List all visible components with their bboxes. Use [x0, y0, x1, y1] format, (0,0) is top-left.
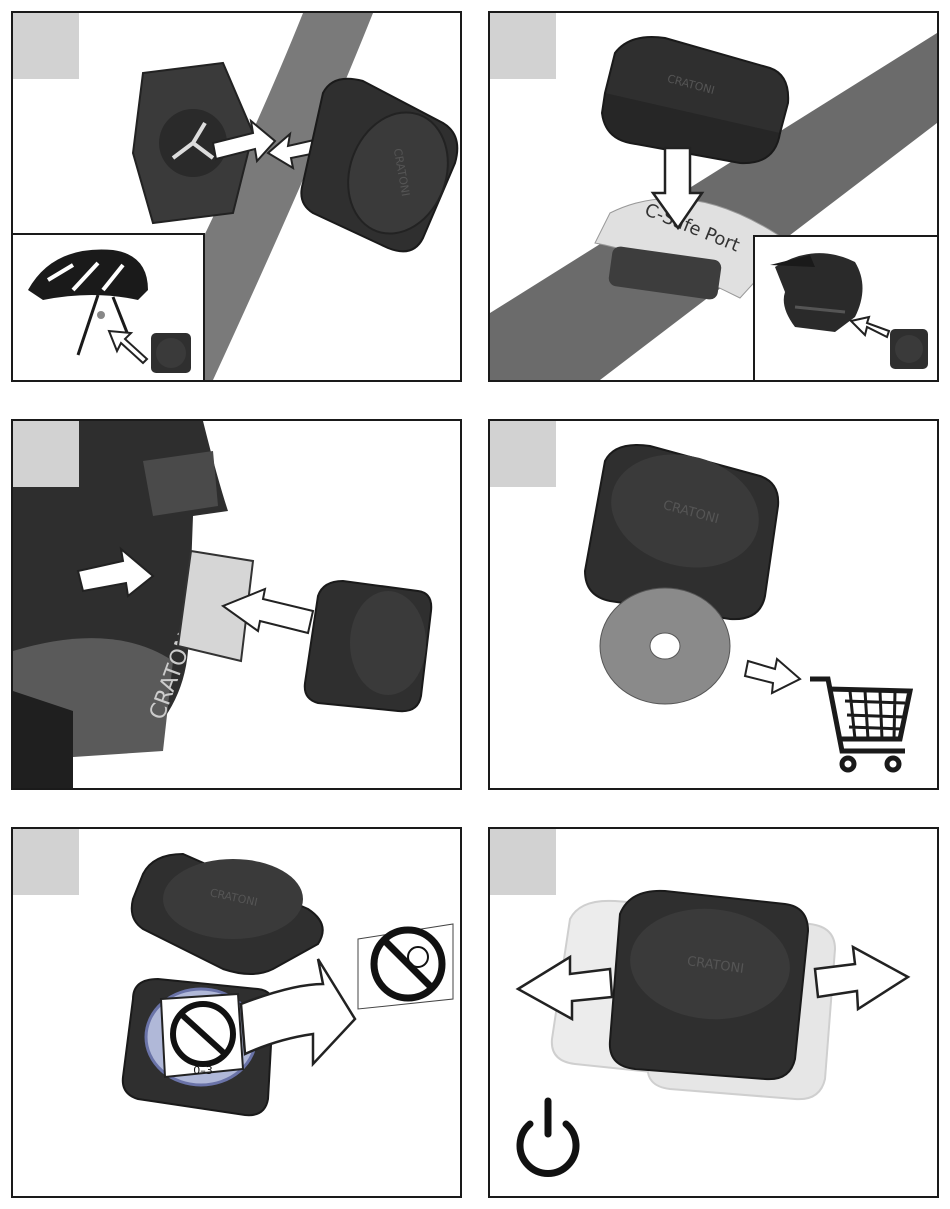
step-5-illustration: CRATONI 0–3	[13, 829, 460, 1196]
step-marker	[13, 421, 79, 487]
fullface-helmet-icon	[770, 253, 863, 332]
step-marker	[13, 829, 79, 895]
sensor-device-icon	[305, 581, 431, 711]
step-marker	[490, 829, 556, 895]
inset-fullface-helmet	[753, 235, 939, 382]
panel-step-2: C-Safe Port CRATONI	[488, 11, 939, 382]
arrow-icon	[745, 659, 800, 693]
panel-step-5: CRATONI 0–3	[11, 827, 462, 1198]
battery-sticker-icon: 0–3	[161, 994, 243, 1077]
step-marker	[13, 13, 79, 79]
step-3-illustration: CRATONI	[13, 421, 460, 788]
svg-text:0–3: 0–3	[193, 1064, 213, 1077]
bike-helmet-icon	[28, 250, 148, 356]
panel-step-4: CRATONI	[488, 419, 939, 790]
arrow-icon	[241, 959, 355, 1064]
sensor-lid-icon: CRATONI	[132, 854, 323, 974]
step-6-illustration: CRATONI	[490, 829, 937, 1196]
step-marker	[490, 13, 556, 79]
panel-step-1: CRATONI	[11, 11, 462, 382]
panel-step-3: CRATONI	[11, 419, 462, 790]
sensor-device-icon: CRATONI	[602, 37, 788, 163]
no-children-warning-icon	[358, 924, 453, 1009]
arrow-icon	[109, 331, 147, 363]
step-4-illustration: CRATONI	[490, 421, 937, 788]
arrow-icon	[851, 317, 889, 337]
adhesive-disc-icon	[600, 588, 730, 704]
sensor-device-icon: CRATONI	[301, 79, 460, 252]
step-marker	[490, 421, 556, 487]
inset-bike-helmet	[11, 233, 205, 382]
shopping-cart-icon	[810, 679, 910, 770]
panel-step-6: CRATONI	[488, 827, 939, 1198]
power-icon	[520, 1101, 576, 1173]
